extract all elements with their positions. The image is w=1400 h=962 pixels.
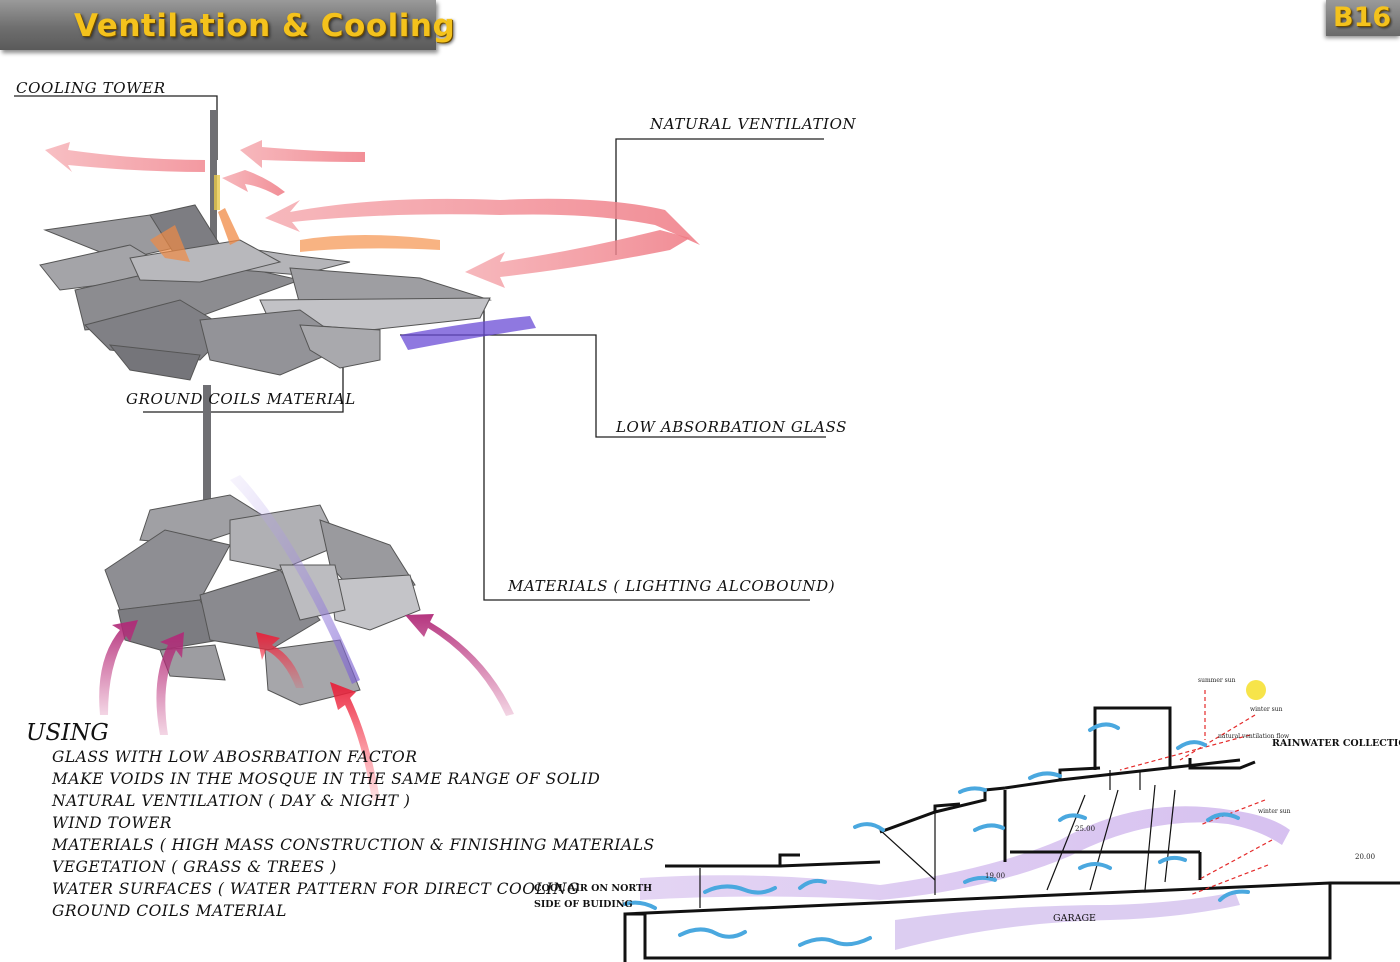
cool-air-label-line1: COOL AIR ON NORTH: [534, 883, 653, 894]
sheet-code: B16: [1333, 2, 1392, 33]
natural-ventilation-label: NATURAL VENTILATION: [650, 115, 857, 133]
rainwater-label: RAINWATER COLLECTION: [1272, 738, 1400, 749]
summer-sun-label: summer sun: [1198, 677, 1236, 684]
cool-air-label-line2: SIDE OF BUIDING: [534, 899, 633, 910]
using-item: NATURAL VENTILATION ( DAY & NIGHT ): [52, 792, 411, 810]
cooling-tower-label: COOLING TOWER: [16, 79, 166, 97]
low-absorbation-glass-label: LOW ABSORBATION GLASS: [616, 418, 847, 436]
winter-sun-label-top: winter sun: [1250, 706, 1283, 713]
cooling-tower-mast: [210, 110, 217, 240]
natural-flow-label: natural ventilation flow: [1218, 733, 1290, 740]
cool-air-arrows: [623, 722, 1250, 947]
using-item: WIND TOWER: [52, 814, 172, 832]
level-20-label: 20.00: [1355, 853, 1376, 861]
using-item: GROUND COILS MATERIAL: [52, 902, 287, 920]
materials-leader: [483, 310, 810, 601]
low-glass-flow: [400, 316, 536, 350]
materials-lighting-label: MATERIALS ( LIGHTING ALCOBOUND): [508, 577, 836, 595]
sheet-code-badge: B16: [1326, 0, 1400, 36]
using-item: MAKE VOIDS IN THE MOSQUE IN THE SAME RAN…: [52, 770, 601, 788]
using-item: MATERIALS ( HIGH MASS CONSTRUCTION & FIN…: [52, 836, 655, 854]
rising-air-flows: [99, 475, 514, 800]
wind-tower-mast: [203, 385, 211, 520]
garage-label: GARAGE: [1053, 913, 1096, 924]
cooling-tower-glow: [214, 175, 220, 210]
ground-coils-label: GROUND COILS MATERIAL: [126, 390, 356, 408]
building-section: [623, 680, 1400, 962]
title-bar: Ventilation & Cooling: [0, 0, 455, 50]
using-list: GLASS WITH LOW ABOSRBATION FACTOR MAKE V…: [52, 746, 655, 922]
level-19-label: 19.00: [985, 872, 1006, 880]
using-heading: USING: [26, 720, 109, 746]
sun-icon: [1246, 680, 1266, 700]
using-item: GLASS WITH LOW ABOSRBATION FACTOR: [52, 748, 418, 766]
winter-sun-label-bottom: winter sun: [1258, 808, 1291, 815]
level-25-label: 25.00: [1075, 825, 1096, 833]
page-title: Ventilation & Cooling: [74, 8, 456, 44]
cooling-tower-leader: [14, 95, 218, 160]
using-item: WATER SURFACES ( WATER PATTERN FOR DIREC…: [52, 880, 580, 898]
low-glass-leader: [400, 334, 826, 438]
natural-ventilation-flows: [45, 140, 700, 288]
using-item: VEGETATION ( GRASS & TREES ): [52, 858, 337, 876]
top-building-model: [39, 204, 492, 381]
bottom-building-model: [104, 494, 421, 706]
